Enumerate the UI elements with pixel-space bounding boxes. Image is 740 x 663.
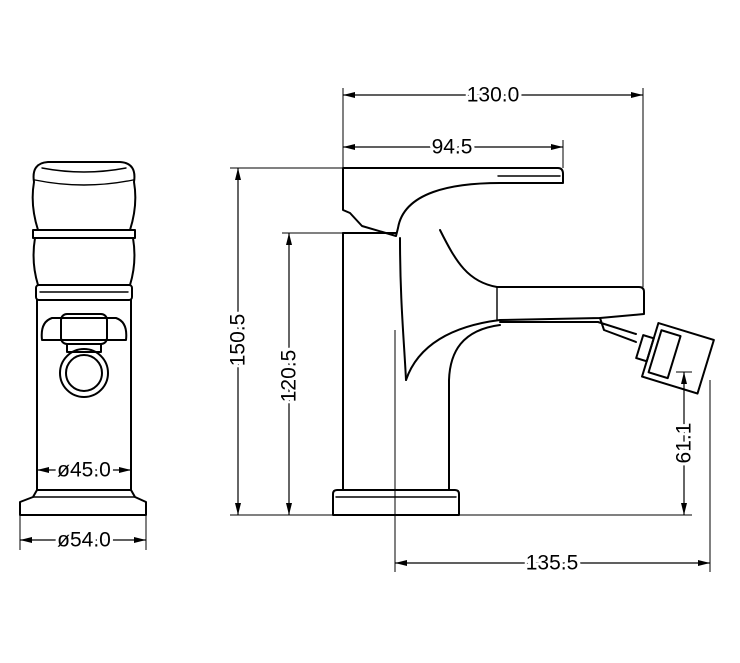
label-base-diameter: ø54.0 [57, 529, 111, 552]
front-nozzle-inner-ring [65, 354, 103, 392]
side-spout-underside [405, 319, 501, 381]
label-total-height: 150.5 [227, 314, 250, 367]
side-lever [342, 167, 564, 237]
label-spout-height: 120.5 [278, 350, 301, 403]
front-lever [31, 161, 137, 231]
side-view [332, 167, 715, 516]
front-lever-inner-curve [34, 179, 134, 186]
side-dimensions: 130.0 94.5 150.5 120.5 61.1 135.5 [224, 81, 711, 578]
side-spout [496, 286, 645, 321]
label-overall-length: 130.0 [467, 84, 520, 107]
front-collar [32, 229, 136, 239]
front-nozzle-stem [66, 343, 102, 353]
label-body-diameter: ø45.0 [57, 459, 111, 482]
side-body-flare [399, 237, 407, 381]
front-lever-top-curve [41, 167, 127, 173]
label-projection: 135.5 [526, 552, 579, 575]
label-nozzle-height: 61.1 [673, 423, 696, 464]
side-nozzle-collar [647, 329, 682, 380]
side-base [332, 489, 460, 516]
front-lower-band [35, 284, 133, 301]
front-spout-wings [40, 317, 128, 341]
front-cartridge-block [32, 237, 136, 286]
front-base [19, 489, 147, 516]
side-nozzle-connector [635, 334, 655, 363]
front-dimensions: ø45.0 ø54.0 [19, 456, 147, 555]
side-body-right [448, 324, 501, 491]
side-lever-neck-inner [439, 229, 498, 288]
side-nozzle [635, 322, 715, 395]
label-lever-length: 94.5 [432, 136, 473, 159]
front-nozzle-outer-ring [59, 348, 109, 398]
side-nozzle-neck [499, 317, 637, 343]
